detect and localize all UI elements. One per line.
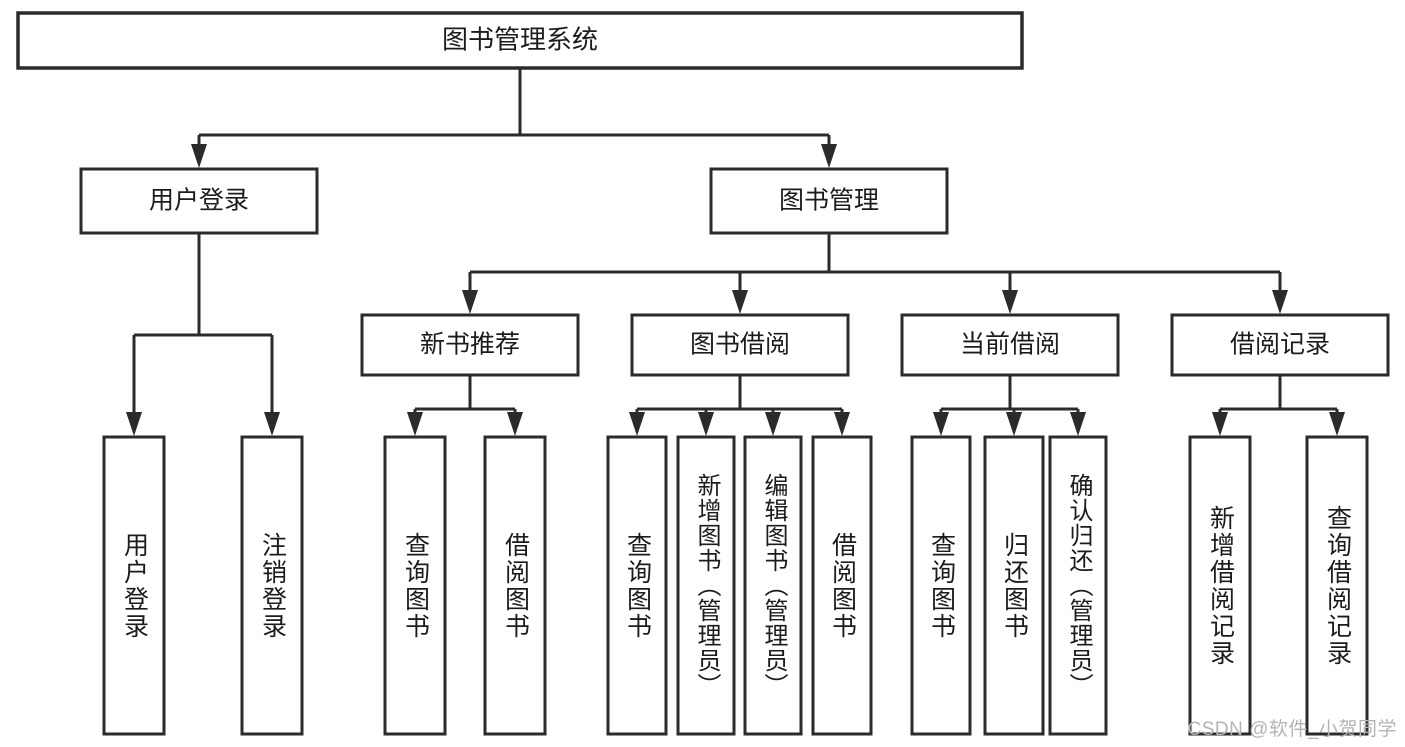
connector-3-arrowhead-1 xyxy=(507,412,523,436)
node-level2-rect xyxy=(79,167,319,235)
connector-0-arrowhead-1 xyxy=(821,144,837,168)
node-level3-3[interactable] xyxy=(1170,313,1390,377)
node-level3-rect xyxy=(1170,313,1390,377)
node-leaf-6[interactable] xyxy=(743,435,803,736)
node-root-label: 图书管理系统 xyxy=(442,24,598,54)
node-root[interactable] xyxy=(16,11,1024,70)
node-level3-rect xyxy=(630,313,850,377)
node-level3-rect xyxy=(900,313,1120,377)
node-leaf-rect xyxy=(983,435,1045,736)
node-level3-rect xyxy=(360,313,580,377)
node-leaf-9[interactable] xyxy=(983,435,1045,736)
node-leaf-rect xyxy=(743,435,803,736)
node-leaf-rect xyxy=(1048,435,1108,736)
node-level3-label-3: 借阅记录 xyxy=(1230,331,1330,359)
node-leaf-5[interactable] xyxy=(676,435,736,736)
node-level2-1[interactable] xyxy=(709,167,949,235)
connector-1-arrowhead-0 xyxy=(462,290,478,314)
node-level2-label-0: 用户登录 xyxy=(149,187,249,215)
node-leaf-3[interactable] xyxy=(483,435,547,736)
node-leaf-7[interactable] xyxy=(811,435,873,736)
connector-1-arrowhead-1 xyxy=(732,290,748,314)
node-level3-label-1: 图书借阅 xyxy=(690,331,790,359)
node-leaf-rect xyxy=(1188,435,1252,736)
connector-4-arrowhead-3 xyxy=(834,412,850,436)
node-root-rect xyxy=(16,11,1024,70)
node-leaf-8[interactable] xyxy=(910,435,972,736)
node-leaf-11[interactable] xyxy=(1188,435,1252,736)
node-level2-0[interactable] xyxy=(79,167,319,235)
node-leaf-1[interactable] xyxy=(240,435,304,736)
connector-5-arrowhead-1 xyxy=(1006,412,1022,436)
node-leaf-12[interactable] xyxy=(1305,435,1369,736)
connectors-layer xyxy=(126,68,1345,436)
connector-2-arrowhead-1 xyxy=(264,412,280,436)
connector-5-arrowhead-0 xyxy=(933,412,949,436)
connector-4-arrowhead-2 xyxy=(765,412,781,436)
node-level2-label-1: 图书管理 xyxy=(779,187,879,215)
node-leaf-rect xyxy=(811,435,873,736)
connector-3-arrowhead-0 xyxy=(407,412,423,436)
connector-2-arrowhead-0 xyxy=(126,412,142,436)
connector-4-arrowhead-0 xyxy=(629,412,645,436)
node-leaf-0[interactable] xyxy=(102,435,166,736)
node-level3-2[interactable] xyxy=(900,313,1120,377)
node-leaf-rect xyxy=(1305,435,1369,736)
connector-1-arrowhead-2 xyxy=(1002,290,1018,314)
connector-6-arrowhead-0 xyxy=(1212,412,1228,436)
node-boxes-layer xyxy=(16,11,1390,736)
node-leaf-2[interactable] xyxy=(383,435,447,736)
node-leaf-4[interactable] xyxy=(606,435,668,736)
node-leaf-rect xyxy=(676,435,736,736)
node-leaf-rect xyxy=(383,435,447,736)
node-level3-0[interactable] xyxy=(360,313,580,377)
connector-0-arrowhead-0 xyxy=(191,144,207,168)
connector-1-arrowhead-3 xyxy=(1272,290,1288,314)
node-leaf-rect xyxy=(483,435,547,736)
node-level2-rect xyxy=(709,167,949,235)
node-leaf-rect xyxy=(606,435,668,736)
node-level3-label-2: 当前借阅 xyxy=(960,331,1060,359)
connector-6-arrowhead-1 xyxy=(1329,412,1345,436)
watermark: CSDN @软件_小贺同学 xyxy=(1187,719,1397,740)
connector-5-arrowhead-2 xyxy=(1070,412,1086,436)
node-leaf-rect xyxy=(102,435,166,736)
node-level3-label-0: 新书推荐 xyxy=(420,331,520,359)
connector-4-arrowhead-1 xyxy=(698,412,714,436)
node-leaf-rect xyxy=(240,435,304,736)
node-leaf-10[interactable] xyxy=(1048,435,1108,736)
node-level3-1[interactable] xyxy=(630,313,850,377)
node-leaf-rect xyxy=(910,435,972,736)
